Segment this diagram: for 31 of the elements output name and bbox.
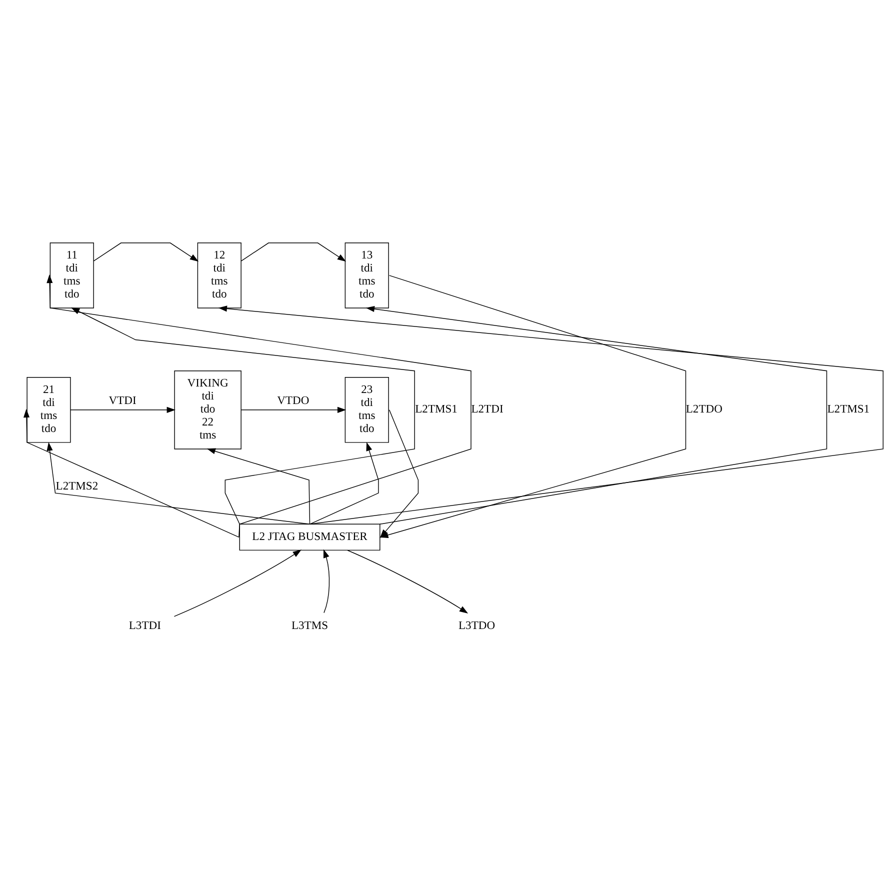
node-text: L3TMS	[291, 618, 328, 632]
node-box: 21 tdi tms tdo	[26, 377, 71, 443]
node-box: 23 tdi tms tdo	[344, 377, 389, 443]
arrow	[309, 442, 379, 524]
edge-label: L2TMS2	[56, 479, 98, 492]
edge-label: VTDI	[108, 394, 136, 407]
edge-label: L2TDI	[471, 402, 504, 416]
arrow	[70, 307, 415, 524]
arrow	[46, 442, 310, 524]
node-box: 12 tdi tms tdo	[197, 242, 242, 308]
arrow	[206, 448, 310, 524]
arrow	[174, 550, 302, 617]
arrow	[366, 306, 828, 524]
arrow	[240, 406, 346, 413]
arrow	[93, 242, 199, 262]
arrow	[323, 549, 330, 614]
node-box: L2 JTAG BUSMASTER	[239, 524, 380, 551]
edge-label: L2TMS1	[827, 402, 870, 416]
node-text: L3TDI	[128, 618, 161, 632]
edge-label: L2TMS1	[415, 402, 458, 416]
arrow	[347, 550, 468, 614]
node-box: 13 tdi tms tdo	[344, 242, 389, 308]
arrow	[23, 408, 240, 538]
arrow	[70, 406, 176, 413]
edge-label: VTDO	[277, 394, 310, 407]
node-box: 11 tdi tms tdo	[50, 242, 94, 308]
edge-label: L2TDO	[686, 402, 722, 416]
node-text: L3TDO	[458, 618, 496, 632]
arrow	[240, 242, 346, 262]
arrow	[218, 306, 884, 524]
node-box: VIKING tdi tdo 22 tms	[174, 370, 242, 450]
